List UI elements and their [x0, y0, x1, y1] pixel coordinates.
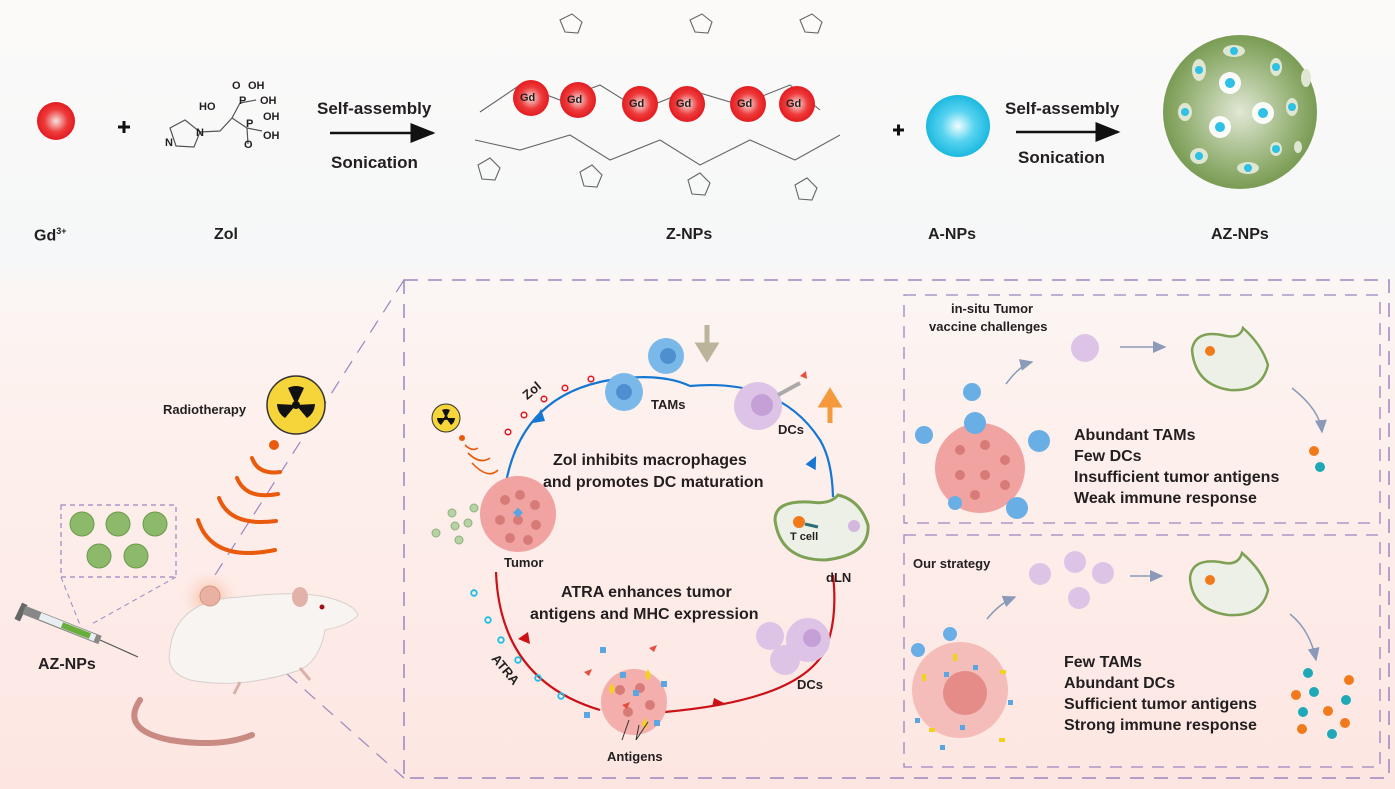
gd-charge: 3+ — [56, 226, 67, 236]
step1-bottom-label: Sonication — [331, 153, 418, 172]
zol-label: Zol — [214, 226, 238, 243]
tams-label: TAMs — [651, 397, 686, 412]
zol-group-n: N — [165, 137, 173, 149]
step2-bottom-label: Sonication — [1018, 148, 1105, 167]
activated-tcells — [1291, 668, 1354, 739]
radiation-icon — [266, 375, 326, 435]
strategy-point: Abundant DCs — [1064, 675, 1176, 692]
zol-group-p: P — [239, 95, 247, 107]
znps-chain — [474, 13, 841, 201]
strategy-lymph-node — [1188, 550, 1270, 617]
strategy-point: Few TAMs — [1064, 654, 1142, 671]
atra-effect-line1: ATRA enhances tumor — [561, 584, 732, 601]
aznps-dots — [431, 503, 479, 545]
tumor-label: Tumor — [504, 555, 544, 570]
anps-label: A-NPs — [928, 226, 977, 243]
gd-node-label: Gd — [737, 98, 753, 110]
zol-group-n: N — [196, 127, 204, 139]
gd-node-label: Gd — [629, 98, 645, 110]
zol-molecule — [169, 99, 263, 148]
challenges-point: Weak immune response — [1074, 490, 1257, 507]
challenges-title-line1: in-situ Tumor — [951, 301, 1034, 316]
zoom-line-bottom — [214, 609, 405, 779]
strategy-point: Sufficient tumor antigens — [1064, 696, 1257, 713]
zol-pathway-arc — [503, 376, 835, 498]
atra-pathway-arc — [494, 571, 836, 714]
gd-ion-sphere — [37, 102, 75, 140]
step2-top-label: Self-assembly — [1005, 99, 1120, 118]
zol-group-oh: OH — [248, 80, 265, 92]
gd-node-label: Gd — [786, 98, 802, 110]
radiation-icon-small — [431, 403, 461, 433]
strategy-title: Our strategy — [913, 556, 991, 571]
zol-group-oh: OH — [263, 130, 280, 142]
strategy-list: Few TAMs Abundant DCs Sufficient tumor a… — [1064, 652, 1257, 736]
zol-effect-line2: and promotes DC maturation — [543, 474, 764, 491]
radiation-waves — [196, 456, 282, 555]
tcell-label: T cell — [790, 531, 819, 543]
challenges-point: Few DCs — [1074, 448, 1142, 465]
gd-node-label: Gd — [520, 92, 536, 104]
np-inset-frame — [60, 504, 177, 578]
antigen-tumor — [584, 645, 667, 741]
challenges-tumor — [915, 383, 1050, 519]
gd-node-label: Gd — [567, 94, 583, 106]
atra-molecules-dots — [470, 589, 565, 700]
dc-cell-top — [734, 371, 807, 430]
tumor-mass — [480, 476, 556, 552]
zol-molecules-dots — [504, 375, 595, 436]
increase-arrow — [817, 387, 843, 423]
strategy-point: Strong immune response — [1064, 717, 1257, 734]
zol-group-oh: OH — [260, 95, 277, 107]
tams-cells — [605, 338, 684, 411]
strategy-tumor-debris — [911, 627, 1013, 750]
antigens-label: Antigens — [607, 749, 663, 764]
challenges-point: Insufficient tumor antigens — [1074, 469, 1280, 486]
gd-ion-label: Gd3+ — [34, 226, 66, 245]
radiation-source-dot — [269, 440, 279, 450]
znps-label: Z-NPs — [666, 226, 713, 243]
lymph-node — [773, 493, 870, 562]
decrease-arrow — [694, 325, 720, 363]
challenges-title: in-situ Tumor vaccine challenges — [929, 300, 1048, 336]
mechanism-frame — [403, 279, 1390, 779]
zol-group-ho: HO — [199, 101, 216, 113]
atra-effect-line2: antigens and MHC expression — [530, 606, 759, 623]
zol-effect-line1: Zol inhibits macrophages — [553, 452, 747, 469]
challenges-frame — [903, 294, 1381, 524]
zol-group-o: O — [232, 80, 241, 92]
injection-label: AZ-NPs — [38, 656, 96, 673]
plus-icon — [118, 121, 130, 133]
syringe-icon — [14, 602, 139, 658]
plus-icon — [893, 124, 904, 136]
zol-group-p: P — [246, 118, 254, 130]
dcs-top-label: DCs — [778, 422, 805, 437]
challenges-point: Abundant TAMs — [1074, 427, 1196, 444]
radiotherapy-label: Radiotherapy — [163, 402, 247, 417]
gd-label-text: Gd — [34, 227, 57, 245]
strategy-frame — [903, 534, 1381, 768]
challenges-lymph-node — [1190, 325, 1270, 392]
challenges-list: Abundant TAMs Few DCs Insufficient tumor… — [1074, 425, 1279, 509]
aznps-sphere — [1163, 35, 1317, 189]
anps-sphere — [926, 95, 990, 157]
zol-group-oh: OH — [263, 111, 280, 123]
dln-label: dLN — [826, 570, 852, 585]
strategy-dcs — [1029, 551, 1114, 609]
radiation-waves-small — [464, 444, 499, 475]
aznps-label: AZ-NPs — [1211, 226, 1269, 243]
step1-top-label: Self-assembly — [317, 99, 432, 118]
challenges-dc — [1071, 334, 1099, 362]
np-inset-particles — [69, 511, 168, 569]
zol-group-o: O — [244, 139, 253, 151]
challenges-title-line2: vaccine challenges — [929, 319, 1048, 334]
mouse-illustration — [131, 568, 359, 747]
dcs-bottom-label: DCs — [797, 677, 824, 692]
gd-node-label: Gd — [676, 98, 692, 110]
dc-cells-bottom — [756, 618, 830, 675]
